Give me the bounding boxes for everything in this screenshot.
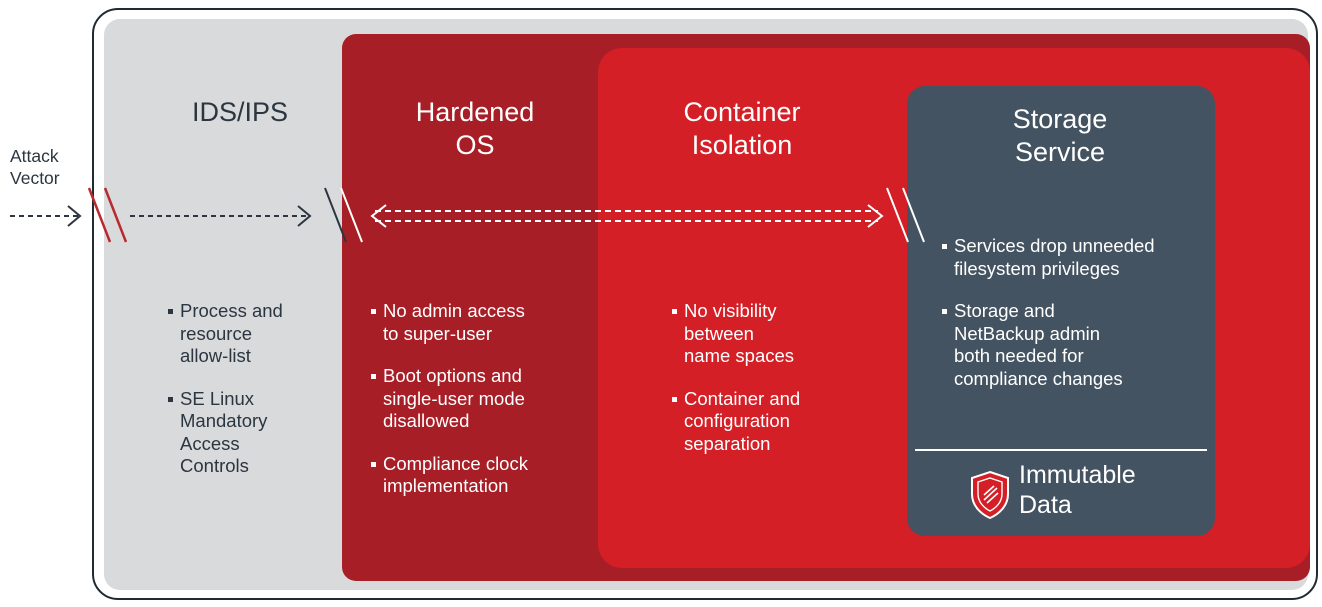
immutable-line: Immutable	[1019, 461, 1136, 489]
attack-vector-line: Attack	[10, 146, 59, 166]
entry-barrier-icon	[87, 187, 128, 243]
os-barrier-icon	[324, 187, 363, 243]
ids-ips-title: IDS/IPS	[150, 96, 330, 129]
title-line: Container	[683, 97, 801, 127]
title-line: Hardened	[415, 97, 535, 127]
immutable-data-label: Immutable Data	[1019, 460, 1136, 520]
attack-vector-line: Vector	[10, 168, 60, 188]
title-line: Service	[1014, 137, 1106, 167]
title-line: Isolation	[691, 130, 793, 160]
attack-arrow	[10, 205, 82, 227]
storage-barrier-icon	[886, 187, 925, 243]
title-line: Storage	[1012, 104, 1108, 134]
isolation-double-arrow	[370, 204, 884, 228]
storage-service-title: Storage Service	[970, 103, 1150, 169]
hardened-os-title: Hardened OS	[385, 96, 565, 162]
storage-service-layer	[907, 86, 1215, 536]
shield-icon	[971, 470, 1009, 520]
attack-vector-label: Attack Vector	[10, 145, 60, 189]
immutable-line: Data	[1019, 491, 1072, 519]
title-line: OS	[455, 130, 495, 160]
container-isolation-title: Container Isolation	[652, 96, 832, 162]
ids-ips-arrow	[130, 205, 312, 227]
storage-divider	[915, 449, 1207, 451]
title-line: IDS/IPS	[191, 97, 289, 127]
